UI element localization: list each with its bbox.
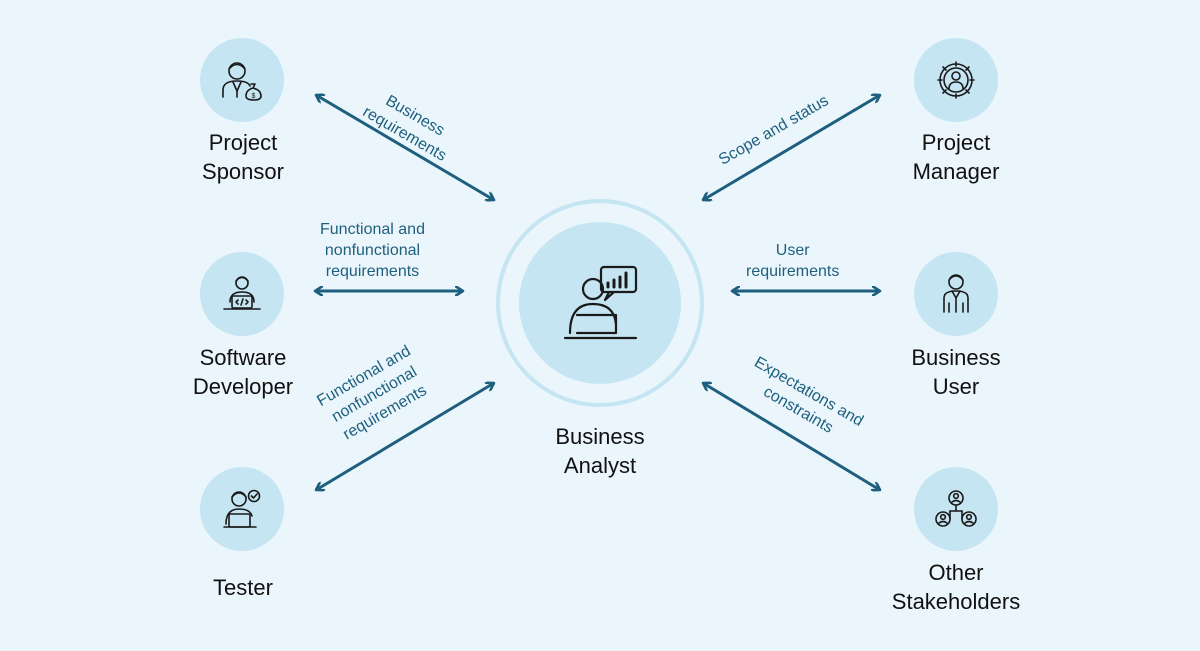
software-developer-label-line2: Developer: [192, 374, 294, 399]
developer-code-icon: [223, 276, 261, 310]
project-sponsor-circle[interactable]: [200, 38, 284, 122]
project-sponsor-label: Project Sponsor: [133, 128, 353, 186]
business-user-label: Business User: [846, 343, 1066, 401]
analyst-laptop-chart-icon: [563, 265, 638, 340]
center-ring: [496, 199, 704, 407]
business-user-label-line1: Business: [911, 345, 1001, 370]
business-analyst-label-line1: Business: [555, 424, 645, 449]
business-analyst-label-line2: Analyst: [563, 453, 637, 478]
gear-person-icon: [937, 61, 975, 99]
project-manager-label: Project Manager: [846, 128, 1066, 186]
software-developer-label-line1: Software: [199, 345, 287, 370]
project-sponsor-label-line1: Project: [208, 130, 278, 155]
arrow-sponsor: [316, 95, 494, 200]
business-analyst-label: Business Analyst: [490, 422, 710, 480]
edge-label-developer-line2: nonfunctional: [324, 242, 421, 259]
arrow-manager: [703, 95, 880, 200]
other-stakeholders-label: Other Stakeholders: [846, 558, 1066, 616]
business-user-circle[interactable]: [914, 252, 998, 336]
edge-label-user-line2: requirements: [746, 263, 840, 280]
tester-check-icon: [223, 489, 261, 528]
edge-label-developer-line3: requirements: [325, 263, 420, 280]
edge-label-developer: Functional and nonfunctional requirement…: [320, 219, 425, 282]
business-person-icon: [943, 274, 969, 313]
center-circle[interactable]: [519, 222, 681, 384]
stakeholders-network-icon: [935, 490, 977, 527]
project-sponsor-label-line2: Sponsor: [202, 159, 284, 184]
project-manager-label-line1: Project: [921, 130, 991, 155]
sponsor-money-bag-icon: $: [222, 62, 262, 101]
tester-label: Tester: [133, 573, 353, 602]
other-stakeholders-label-line1: Other: [928, 560, 984, 585]
tester-label-line1: Tester: [213, 575, 273, 600]
edge-label-user: User requirements: [746, 240, 839, 282]
edge-label-user-line1: User: [775, 242, 810, 259]
arrow-stakeholders: [703, 383, 880, 490]
arrow-tester: [316, 383, 494, 490]
other-stakeholders-label-line2: Stakeholders: [891, 589, 1021, 614]
svg-text:$: $: [252, 93, 256, 100]
software-developer-label: Software Developer: [133, 343, 353, 401]
business-user-label-line2: User: [932, 374, 980, 399]
software-developer-circle[interactable]: [200, 252, 284, 336]
project-manager-label-line2: Manager: [912, 159, 1000, 184]
edge-label-developer-line1: Functional and: [320, 221, 425, 238]
